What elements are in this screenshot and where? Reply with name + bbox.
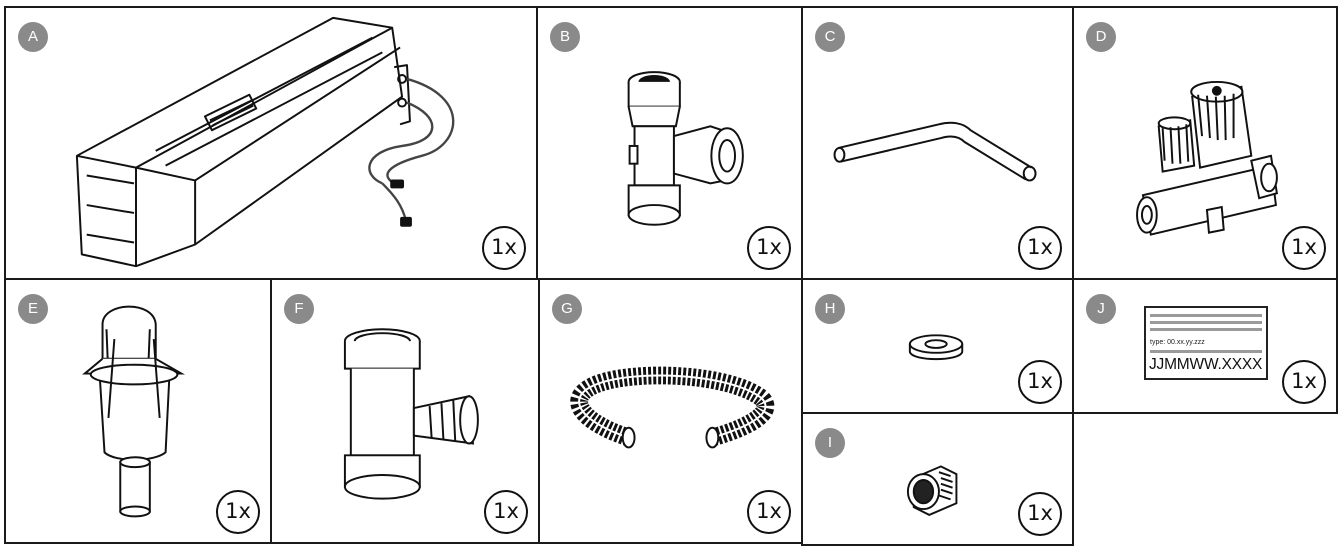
part-letter-badge: A xyxy=(18,22,48,52)
quantity-badge: 1x xyxy=(1018,226,1062,270)
water-heater-illustration xyxy=(75,16,455,268)
part-letter-badge: C xyxy=(815,22,845,52)
part-cell-c: C 1x xyxy=(801,6,1074,280)
part-cell-a: A 1x xyxy=(4,6,538,280)
quantity-badge: 1x xyxy=(484,490,528,534)
quantity-badge: 1x xyxy=(1018,360,1062,404)
quantity-badge: 1x xyxy=(216,490,260,534)
part-letter-badge: F xyxy=(284,294,314,324)
quantity-badge: 1x xyxy=(482,226,526,270)
quantity-badge: 1x xyxy=(1282,226,1326,270)
part-cell-i: I 1x xyxy=(801,412,1074,546)
part-cell-h: H 1x xyxy=(801,278,1074,414)
quantity-badge: 1x xyxy=(747,490,791,534)
part-cell-f: F 1x xyxy=(270,278,540,544)
label-type-text: type: 00.xx.yy.zzz xyxy=(1150,339,1205,346)
part-letter-badge: B xyxy=(550,22,580,52)
label-stripe xyxy=(1150,350,1262,353)
quantity-badge: 1x xyxy=(1282,360,1326,404)
part-cell-d: D 1x xyxy=(1072,6,1338,280)
part-letter-badge: I xyxy=(815,428,845,458)
label-stripe xyxy=(1150,321,1262,324)
part-cell-e: E 1x xyxy=(4,278,272,544)
part-letter-badge: H xyxy=(815,294,845,324)
quantity-badge: 1x xyxy=(747,226,791,270)
part-cell-b: B 1x xyxy=(536,6,803,280)
quantity-badge: 1x xyxy=(1018,492,1062,536)
part-letter-badge: D xyxy=(1086,22,1116,52)
part-cell-j: type: 00.xx.yy.zzz JJMMWW.XXXX J 1x xyxy=(1072,278,1338,414)
label-code-text: JJMMWW.XXXX xyxy=(1149,356,1263,373)
label-stripe xyxy=(1150,314,1262,317)
type-label-sticker: type: 00.xx.yy.zzz JJMMWW.XXXX xyxy=(1144,306,1268,380)
part-letter-badge: E xyxy=(18,294,48,324)
label-stripe xyxy=(1150,328,1262,331)
part-cell-g: G 1x xyxy=(538,278,803,544)
part-letter-badge: G xyxy=(552,294,582,324)
part-letter-badge: J xyxy=(1086,294,1116,324)
